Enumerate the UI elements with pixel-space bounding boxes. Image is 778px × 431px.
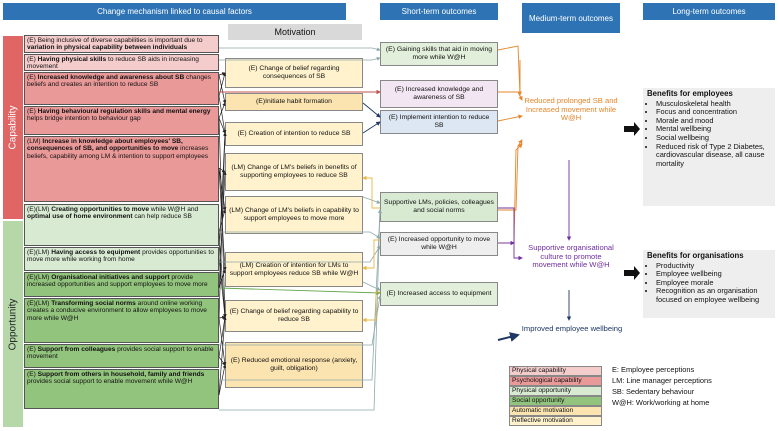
change-mechanism-text: (E) [27,346,38,353]
short-term-box-1: (E) Gaining skills that aid in moving mo… [380,42,498,66]
short-term-box-2: (E) Increased knowledge and awareness of… [380,80,498,108]
change-mechanism-text: while W@H and [149,206,199,213]
change-mechanism-text: Having behavioural regulation skills and… [37,108,211,115]
header-medium-term: Medium-term outcomes [522,3,620,33]
change-mechanism-text: (E)(LM) [27,300,52,307]
legend-item-3: Physical opportunity [509,386,602,396]
change-mechanism-5: (LM) Increase in knowledge about employe… [24,136,219,202]
change-mechanism-text: (E)(LM) [27,274,52,281]
change-mechanism-1: (E) Being inclusive of diverse capabilit… [24,35,219,53]
change-mechanism-9: (E)(LM) Transforming social norms around… [24,298,219,343]
abbreviation-key-1: E: Employee perceptions [612,365,695,374]
benefit-item: Focus and concentration [656,108,771,117]
change-mechanism-text: provide increased opportunities and supp… [27,274,208,289]
motivation-box-5: (LM) Change of LM's beliefs in capabilit… [225,196,363,234]
change-mechanism-6: (E)(LM) Creating opportunities to move w… [24,204,219,246]
benefit-item: Reduced risk of Type 2 Diabetes, cardiov… [656,142,771,169]
motivation-box-6: (LM) Creation of intention for LMs to su… [225,252,363,287]
change-mechanism-3: (E) Increased knowledge and awareness ab… [24,72,219,105]
change-mechanism-4: (E) Having behavioural regulation skills… [24,106,219,135]
change-mechanism-11: (E) Support from others in household, fa… [24,369,219,409]
benefit-item: Musculoskeletal health [656,99,771,109]
change-mechanism-text: Support from colleagues [37,346,116,353]
medium-reduced-sb: Reduced prolonged SB and Increased movem… [524,96,618,123]
change-mechanism-text: (LM) [27,138,43,145]
change-mechanism-2: (E) Having physical skills to reduce SB … [24,54,219,71]
benefit-item: Employee wellbeing [656,270,771,279]
benefits-employees: Benefits for employees Musculoskeletal h… [643,88,775,206]
change-mechanism-text: (E)(LM) [27,249,52,256]
motivation-box-3: (E) Creation of intention to reduce SB [225,122,363,146]
legend-item-6: Reflective motivation [509,416,602,426]
change-mechanism-text: Having access to equipment [51,249,141,256]
short-term-box-5: (E) Increased opportunity to move while … [380,232,498,256]
change-mechanism-text: provides opportunities to move more whil… [27,249,214,264]
change-mechanism-text: Support from others in household, family… [37,371,205,378]
change-mechanism-text: Increase in knowledge about employees' S… [27,138,183,153]
abbreviation-key-2: LM: Line manager perceptions [612,376,712,385]
short-term-box-3: (E) Implement intention to reduce SB [380,110,498,134]
abbreviation-key-4: W@H: Work/working at home [612,398,710,407]
change-mechanism-text: (E) [27,56,38,63]
change-mechanism-text: provides social support to enable moveme… [27,346,214,361]
opportunity-sidebar: Opportunity [3,221,23,427]
change-mechanism-text: optimal use of home environment [27,213,133,221]
abbreviation-key-3: SB: Sedentary behaviour [612,387,695,396]
change-mechanism-text: to reduce SB aids in increasing movement [27,56,199,71]
motivation-box-1: (E) Change of belief regarding consequen… [225,58,363,88]
change-mechanism-text: Organisational initiatives and support [51,274,170,281]
motivation-box-4: (LM) Change of LM's beliefs in benefits … [225,153,363,191]
change-mechanism-text: (E)(LM) [27,206,52,213]
benefit-item: Productivity [656,261,771,271]
motivation-box-7: (E) Change of belief regarding capabilit… [225,300,363,332]
capability-sidebar: Capability [3,36,23,219]
change-mechanism-text: (E) [27,108,38,115]
change-mechanism-text: helps bridge intention to behaviour gap [27,115,141,123]
benefit-item: Recognition as an organisation focused o… [656,287,771,304]
change-mechanism-text: Increased knowledge and awareness about … [37,74,185,81]
header-change-mechanism: Change mechanism linked to causal factor… [3,3,346,20]
change-mechanism-text: Transforming social norms [51,300,136,307]
motivation-label: Motivation [228,24,362,40]
change-mechanism-text: around online working creates a conduciv… [27,300,207,322]
benefits-employees-title: Benefits for employees [647,89,733,98]
change-mechanism-text: (E) Being inclusive of diverse capabilit… [27,37,203,44]
benefit-item: Employee morale [656,278,771,288]
change-mechanism-10: (E) Support from colleagues provides soc… [24,344,219,368]
header-long-term: Long-term outcomes [643,3,775,20]
change-mechanism-text: variation in physical capability between… [27,44,188,52]
benefit-item: Morale and mood [656,116,771,126]
change-mechanism-text: (E) [27,74,38,81]
benefits-organisations-title: Benefits for organisations [647,251,744,260]
change-mechanism-text: Having physical skills [37,56,107,63]
legend-item-5: Automatic motivation [509,406,602,416]
change-mechanism-text: (E) [27,371,38,378]
benefit-item: Mental wellbeing [656,125,771,134]
change-mechanism-8: (E)(LM) Organisational initiatives and s… [24,272,219,297]
change-mechanism-text: Creating opportunities to move [51,206,149,213]
short-term-box-4: Supportive LMs, policies, colleagues and… [380,192,498,222]
legend-item-2: Psychological capability [509,376,602,386]
change-mechanism-text: increases beliefs, capability among LM &… [27,145,209,160]
benefit-item: Social wellbeing [656,133,771,143]
change-mechanism-text: changes beliefs and creates an intention… [27,74,211,89]
short-term-box-6: (E) Increased access to equipment [380,282,498,306]
change-mechanism-text: provides social support to enable moveme… [27,378,193,386]
benefits-employees-list: Musculoskeletal healthFocus and concentr… [647,99,771,169]
header-short-term: Short-term outcomes [380,3,498,20]
medium-wellbeing: Improved employee wellbeing [521,324,623,333]
legend-item-4: Social opportunity [509,396,602,406]
change-mechanism-7: (E)(LM) Having access to equipment provi… [24,247,219,271]
medium-supportive-culture: Supportive organisational culture to pro… [528,243,614,270]
change-mechanism-text: can help reduce SB [132,213,192,221]
legend-item-1: Physical capability [509,366,602,376]
benefits-organisations-list: ProductivityEmployee wellbeingEmployee m… [647,261,771,305]
benefits-organisations: Benefits for organisations ProductivityE… [643,250,775,318]
